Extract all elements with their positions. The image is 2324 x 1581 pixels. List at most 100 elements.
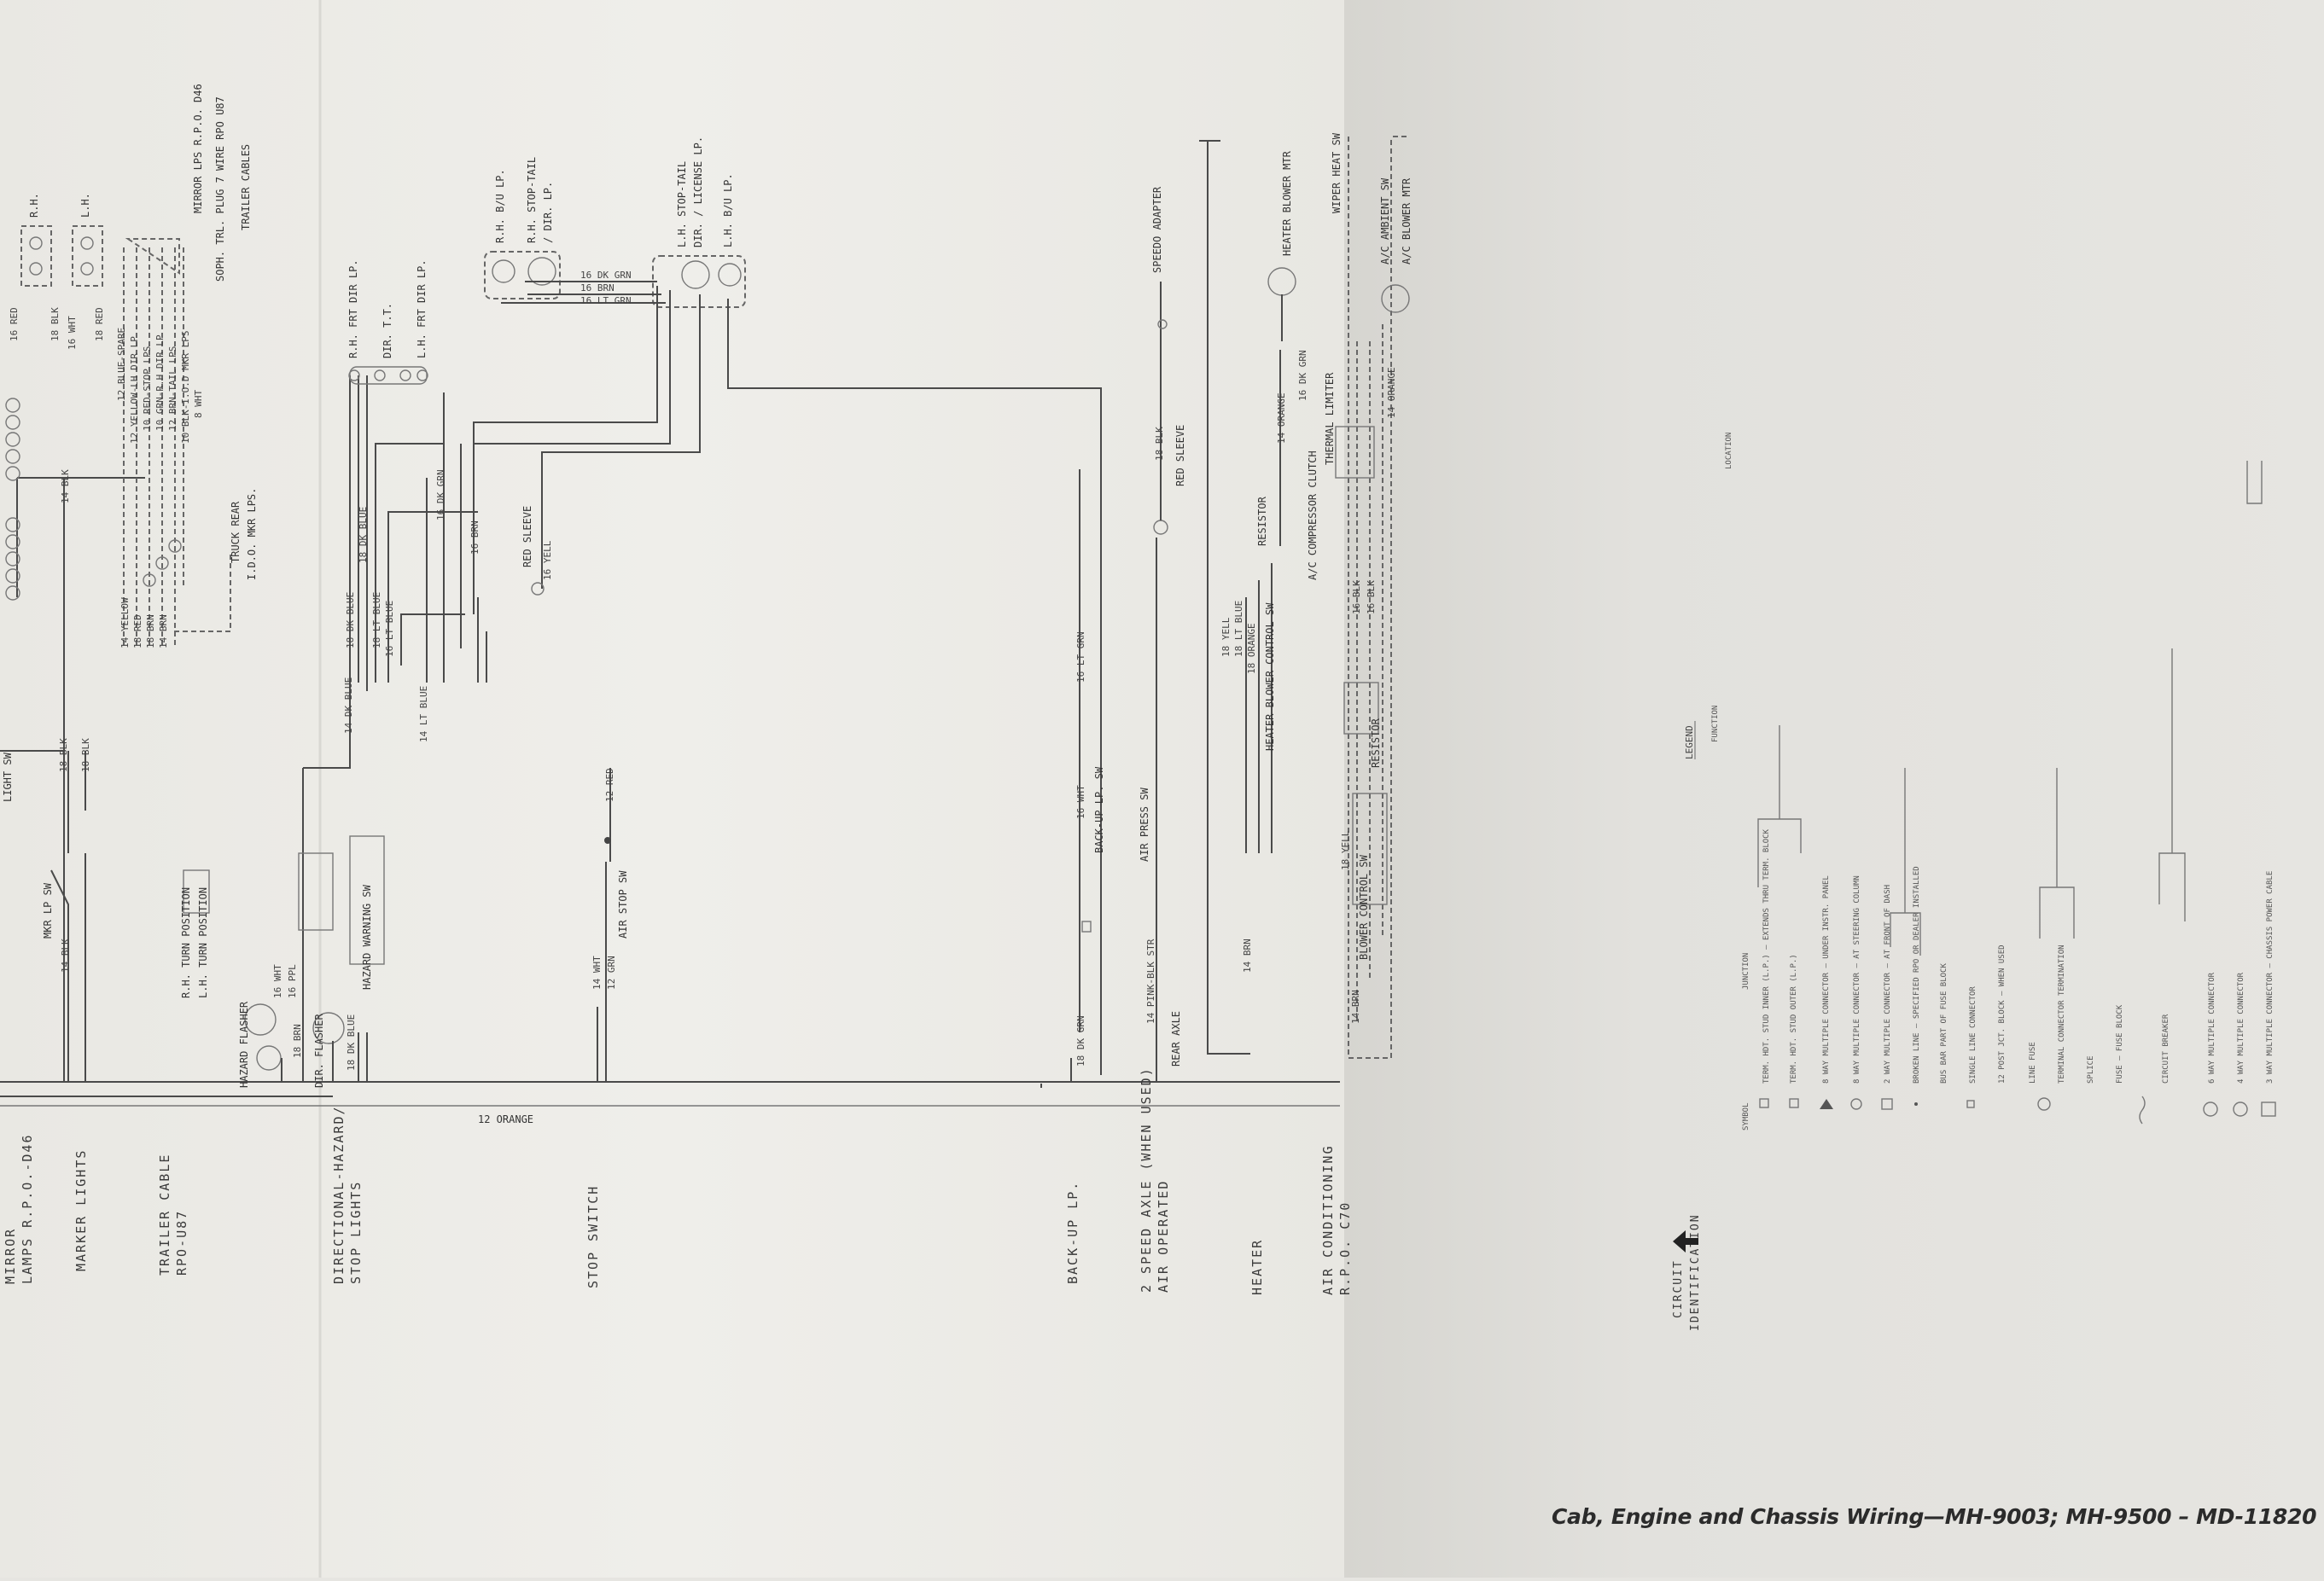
ground-label: 12 ORANGE — [478, 1113, 533, 1125]
wire-label: 18 BLK — [58, 738, 69, 772]
mirror-marker-section — [0, 225, 231, 1082]
diagram-caption: Cab, Engine and Chassis Wiring—MH-9003; … — [1552, 1504, 2317, 1529]
wire-label: 18 YELL — [1220, 617, 1232, 657]
mirror-lh-label: L.H. — [79, 193, 91, 218]
wire-label: 16 DK GRN — [1297, 350, 1308, 401]
circuit-identification-labels: MIRROR LAMPS R.P.O.-D46 MARKER LIGHTS TR… — [3, 1067, 1353, 1295]
rh-bu-lp-label: R.H. B/U LP. — [494, 169, 506, 243]
ac-clutch-label: A/C COMPRESSOR CLUTCH — [1307, 450, 1319, 580]
wire-label: 16 YELL — [542, 540, 553, 580]
wire-label: 12 RED — [604, 768, 615, 802]
circuit-label: HEATER — [1249, 1239, 1265, 1295]
legend-item: 2 WAY MULTIPLE CONNECTOR — AT FRONT OF D… — [1884, 885, 1892, 1084]
wire-label: 16 WHT — [1075, 785, 1086, 819]
heater-blower-mtr-label: HEATER BLOWER MTR — [1281, 150, 1293, 256]
wire-label: 18 RED — [132, 614, 143, 648]
wire-label: 12 BRN-TAIL LPS — [167, 346, 178, 431]
legend-item: FUSE — FUSE BLOCK — [2116, 1004, 2124, 1084]
marker-lamp-group — [5, 398, 20, 601]
wire-label: 18 DK BLUE — [345, 592, 356, 648]
wire-label: 18 YELL — [1340, 830, 1351, 870]
legend-item: TERMINAL CONNECTOR TERMINATION — [2058, 945, 2066, 1084]
wire-label: 16 LT GRN — [580, 295, 632, 306]
wire-labels: 14 BLK 18 BLK 18 BLK 14 BLK 16 RED 18 BL… — [9, 270, 1397, 1071]
wire-label: 14 LT BLUE — [418, 686, 429, 742]
directional-hazard-section — [183, 366, 487, 1082]
speedo-adapter-label: SPEEDO ADAPTER — [1151, 186, 1163, 273]
ac-blower-mtr-label: A/C BLOWER MTR — [1401, 177, 1412, 264]
legend-item: 4 WAY MULTIPLE CONNECTOR — [2237, 972, 2245, 1084]
ac-ambient-sw-label: A/C AMBIENT SW — [1379, 177, 1391, 264]
wire-label: 16 DK GRN — [580, 270, 632, 281]
wire-label: 12 GRN — [606, 956, 617, 990]
legend-item: TERM. HDT. STUD INNER (L.P.) — EXTENDS T… — [1762, 828, 1771, 1084]
wire-label: 14 BRN — [1350, 990, 1361, 1024]
stop-switch-section — [597, 768, 611, 1082]
wire-label: 14 BLK — [60, 939, 71, 973]
wire-label: 14 ORANGE — [1276, 392, 1287, 444]
wire-label: 18 LT BLUE — [1233, 601, 1244, 657]
circuit-label: MIRROR — [3, 1228, 18, 1284]
legend-item: 8 WAY MULTIPLE CONNECTOR — UNDER INSTR. … — [1822, 875, 1831, 1084]
resistor-label: RESISTOR — [1370, 718, 1382, 768]
rh-stop-tail-label: R.H. STOP-TAIL — [526, 157, 538, 243]
wire-label: 14 DK BLUE — [343, 677, 354, 734]
legend-item: LINE FUSE — [2029, 1042, 2037, 1084]
rh-frt-dir-label: R.H. FRT DIR LP. — [347, 259, 359, 358]
trailer-cables-label: TRAILER CABLES — [240, 144, 252, 230]
wire-label: 16 PPL — [287, 964, 298, 998]
hazard-sw-label: HAZARD WARNING SW — [361, 884, 373, 990]
wire-label: 16 BRN — [469, 520, 481, 555]
wire-label: 12 BLUE-SPARE — [116, 328, 127, 401]
mirror-rh-label: R.H. — [28, 193, 40, 218]
thermal-limiter-label: THERMAL LIMITER — [1324, 372, 1336, 465]
heater-control-label: HEATER BLOWER CONTROL SW — [1264, 602, 1276, 751]
blower-control-sw-label: BLOWER CONTROL SW — [1358, 854, 1370, 960]
lh-turn-label: L.H. TURN POSITION — [197, 887, 209, 998]
wire-label: 8 WHT — [193, 390, 204, 418]
wire-label: 10 GRN-R.H DIR LP — [154, 334, 166, 431]
circuit-identification-label: CIRCUIT — [1672, 1259, 1685, 1318]
legend-col-symbol: SYMBOL — [1742, 1102, 1750, 1131]
dir-flasher-label: DIR. FLASHER — [313, 1014, 325, 1088]
legend-item: 12 POST JCT. BLOCK — WHEN USED — [1998, 945, 2007, 1084]
rh-turn-label: R.H. TURN POSITION — [180, 887, 192, 998]
legend-item: SINGLE LINE CONNECTOR — [1969, 986, 1977, 1084]
tail-lamp-section — [473, 251, 1102, 1075]
mkr-lp-sw-label: MKR LP SW — [42, 882, 54, 939]
circuit-label: DIRECTIONAL-HAZARD/ — [331, 1105, 347, 1284]
wire-label: 16 DK GRN — [435, 469, 446, 520]
wiper-heat-sw-label: WIPER HEAT SW — [1331, 132, 1343, 213]
legend-item: 3 WAY MULTIPLE CONNECTOR — CHASSIS POWER… — [2266, 871, 2274, 1084]
wire-label: 12 YELLOW-LH DIR LP — [129, 336, 140, 444]
wire-label: 16 BLK — [1351, 580, 1362, 614]
wire-label: 14 WHT — [591, 956, 603, 990]
backup-axle-heater-section — [1070, 140, 1296, 1082]
rh-stop-tail-label: / DIR. LP. — [542, 182, 554, 243]
wire-label: 14 BRN — [158, 614, 169, 648]
wire-label: 18 DK BLUE — [346, 1014, 357, 1071]
arrow-icon — [1673, 1230, 1698, 1253]
circuit-label: RPO-U87 — [174, 1210, 189, 1276]
right-page — [1344, 0, 2324, 1578]
circuit-label: BACK-UP LP. — [1065, 1181, 1080, 1284]
wire-label: 16 BRN — [580, 282, 614, 294]
wire-label: 16 RED — [9, 307, 20, 341]
circuit-label: AIR OPERATED — [1156, 1180, 1171, 1293]
wire-label: 14 YELLOW — [119, 597, 131, 648]
wire-label: 18 DK GRN — [1075, 1015, 1086, 1067]
legend-item: CIRCUIT BREAKER — [2162, 1014, 2170, 1084]
air-conditioning-section — [1335, 136, 1410, 1059]
light-sw-label: LIGHT SW — [2, 752, 14, 802]
mirror-lps-label: MIRROR LPS R.P.O. D46 — [192, 84, 204, 213]
wire-label: 18 BRN — [145, 614, 156, 648]
legend-col-function: FUNCTION — [1711, 706, 1720, 742]
legend-item: 6 WAY MULTIPLE CONNECTOR — [2208, 972, 2216, 1084]
hazard-flasher-label: HAZARD FLASHER — [238, 1001, 250, 1088]
wire-label: 16 WHT — [67, 316, 78, 350]
truck-rear-label: I.D.O. MKR LPS. — [246, 488, 258, 580]
legend-title: LEGEND — [1684, 725, 1695, 759]
wire-label: 18 LT BLUE — [371, 592, 382, 648]
